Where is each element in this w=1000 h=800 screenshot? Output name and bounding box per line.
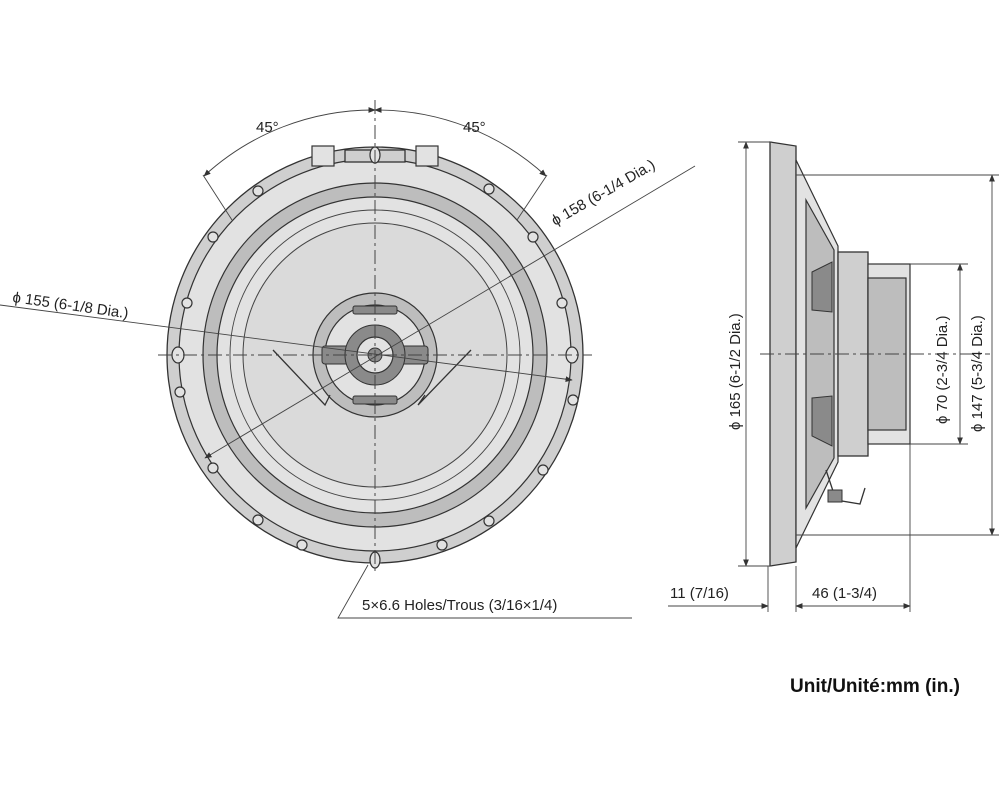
unit-label: Unit/Unité:mm (in.) bbox=[790, 676, 960, 697]
dia-back-label: ϕ 147 (5-3/4 Dia.) bbox=[969, 315, 986, 432]
angle-left-label: 45° bbox=[256, 119, 279, 136]
mounting-holes bbox=[171, 146, 579, 569]
depth-back-label: 46 (1-3/4) bbox=[812, 585, 877, 602]
dia-outer-label: ϕ 158 (6-1/4 Dia.) bbox=[549, 156, 659, 229]
front-view: 45° 45° ϕ 158 (6-1/4 Dia.) ϕ 155 (6-1/8 … bbox=[0, 100, 696, 619]
dia-magnet-label: ϕ 70 (2-3/4 Dia.) bbox=[934, 316, 951, 424]
depth-front-label: 11 (7/16) bbox=[670, 585, 729, 602]
tweeter-hub bbox=[312, 292, 438, 418]
side-view: ϕ 165 (6-1/2 Dia.) ϕ 70 (2-3/4 Dia.) ϕ 1… bbox=[668, 141, 999, 612]
dia-mount-label: ϕ 155 (6-1/8 Dia.) bbox=[11, 289, 129, 322]
dia-frame-label: ϕ 165 (6-1/2 Dia.) bbox=[727, 313, 744, 430]
angle-right-label: 45° bbox=[463, 119, 486, 136]
holes-label: 5×6.6 Holes/Trous (3/16×1/4) bbox=[362, 597, 557, 614]
